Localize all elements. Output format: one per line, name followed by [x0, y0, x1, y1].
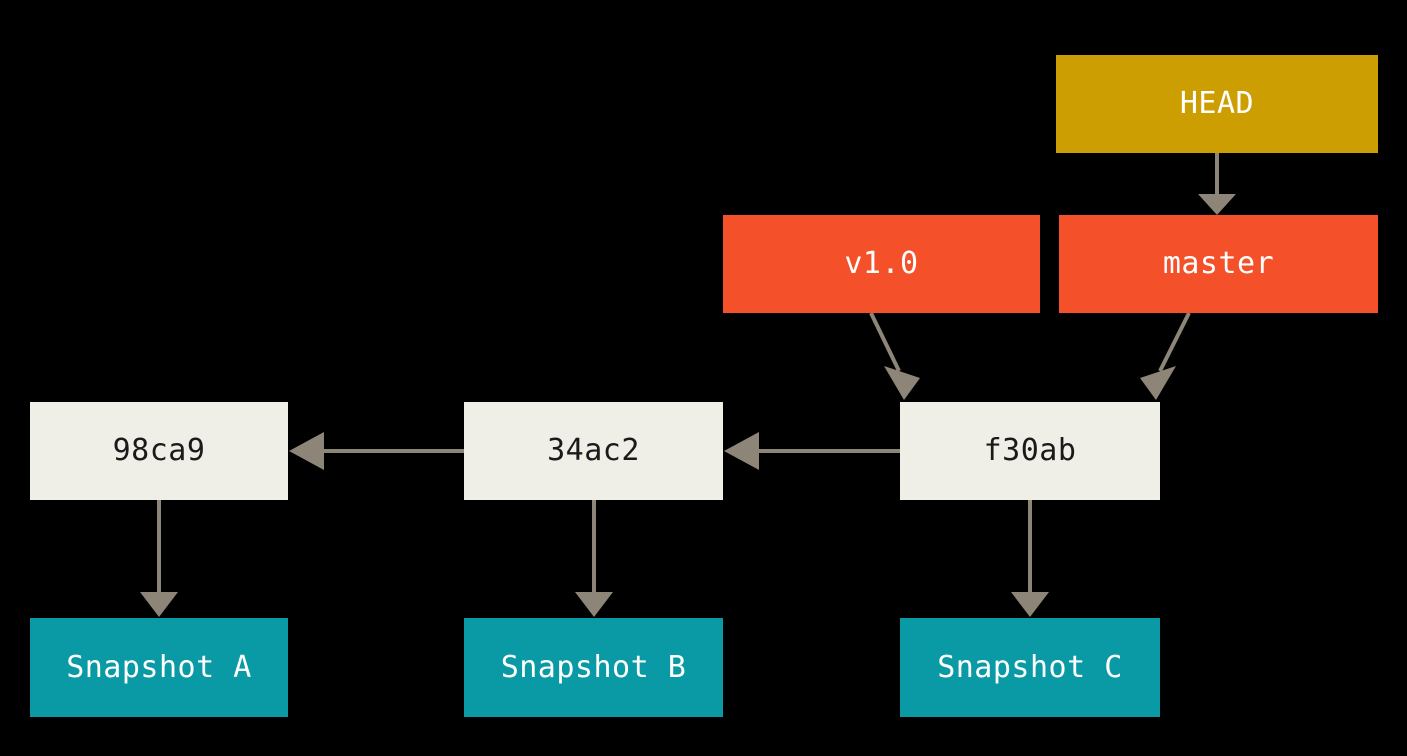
node-head-label: HEAD — [1179, 86, 1255, 121]
node-commit-98ca9-label: 98ca9 — [112, 433, 206, 468]
edge-master-to-f30ab — [1140, 312, 1191, 400]
edge-f30ab-to-snapshot-c — [1011, 500, 1049, 617]
edge-98ca9-to-snapshot-a — [140, 500, 178, 617]
node-tag-v1-0-label: v1.0 — [844, 246, 919, 281]
edge-34ac2-to-snapshot-b — [575, 500, 613, 617]
node-commit-98ca9[interactable]: 98ca9 — [30, 402, 288, 500]
node-tag-v1-0[interactable]: v1.0 — [723, 215, 1040, 313]
node-head[interactable]: HEAD — [1056, 55, 1378, 153]
edge-f30ab-to-34ac2 — [724, 432, 900, 470]
node-commit-34ac2[interactable]: 34ac2 — [464, 402, 723, 500]
node-snapshot-a-label: Snapshot A — [66, 649, 252, 685]
node-snapshot-b-label: Snapshot B — [500, 649, 687, 685]
node-commit-34ac2-label: 34ac2 — [547, 433, 640, 468]
edge-v10-to-f30ab — [869, 312, 920, 400]
node-branch-master-label: master — [1162, 246, 1275, 281]
node-snapshot-c[interactable]: Snapshot C — [900, 618, 1160, 717]
edge-head-to-master — [1198, 153, 1236, 215]
node-snapshot-a[interactable]: Snapshot A — [30, 618, 288, 717]
node-branch-master[interactable]: master — [1059, 215, 1378, 313]
node-snapshot-c-label: Snapshot C — [937, 649, 1123, 685]
node-snapshot-b[interactable]: Snapshot B — [464, 618, 723, 717]
node-commit-f30ab-label: f30ab — [983, 433, 1077, 468]
node-commit-f30ab[interactable]: f30ab — [900, 402, 1160, 500]
edge-34ac2-to-98ca9 — [289, 432, 464, 470]
